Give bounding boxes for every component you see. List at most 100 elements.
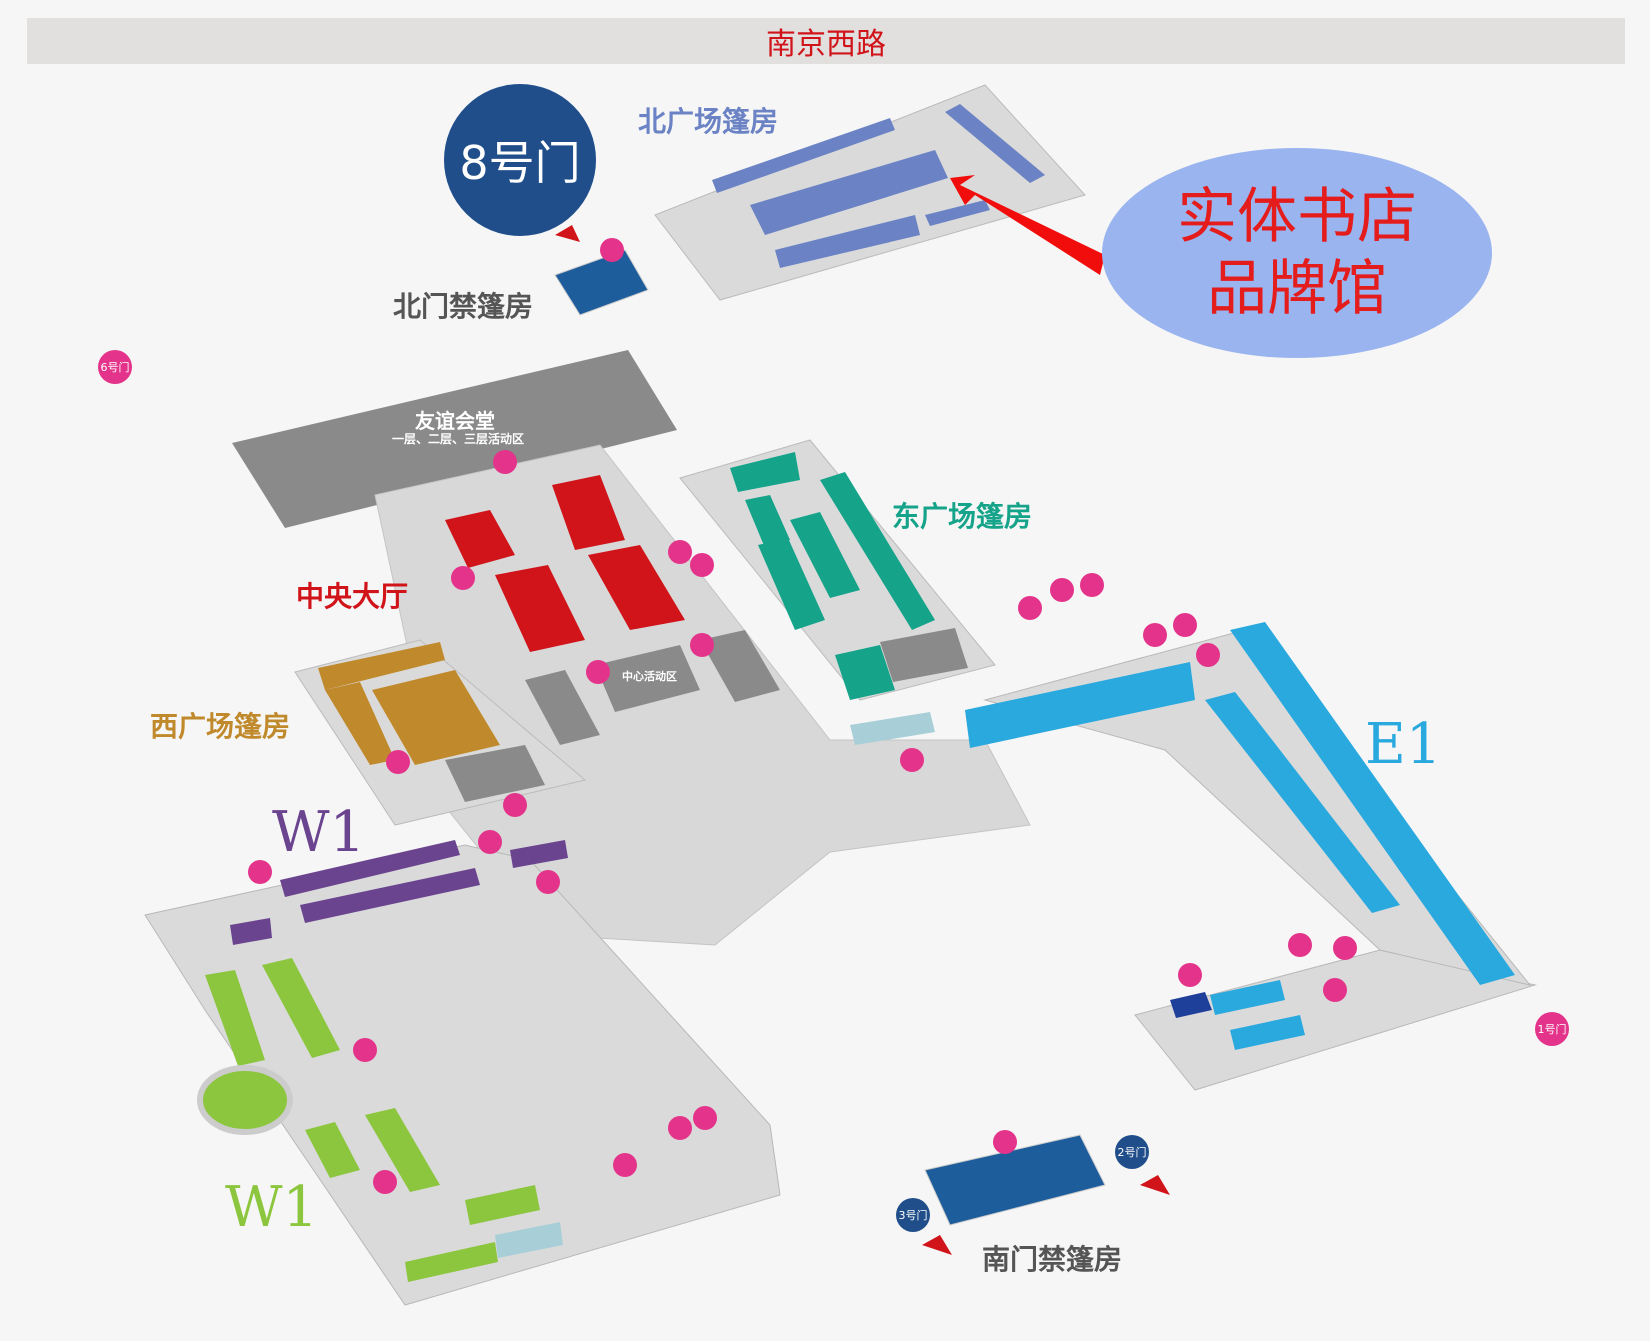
w1-booth-w120[interactable] [197, 1065, 293, 1135]
e1-booth-col-east[interactable] [1230, 622, 1515, 985]
gate-6-label: 6号门 [100, 361, 130, 374]
pin-icon[interactable] [690, 553, 714, 577]
pin-icon[interactable] [1143, 623, 1167, 647]
east-booth-col1[interactable] [745, 495, 790, 548]
pin-icon[interactable] [493, 450, 517, 474]
west-booth-w121[interactable] [318, 642, 445, 690]
north-booth-ny05[interactable] [925, 200, 990, 226]
north-booth-row-top[interactable] [712, 118, 895, 193]
gate3-arrow [922, 1235, 952, 1255]
pin-icon[interactable] [668, 1116, 692, 1140]
gate-2-badge[interactable]: 2号门 [1115, 1135, 1149, 1169]
e1-booth-row-north[interactable] [965, 662, 1195, 748]
central-booth-z02a[interactable] [445, 510, 515, 568]
w1-booth-w118[interactable] [300, 868, 480, 923]
pin-icon[interactable] [1080, 573, 1104, 597]
west-plaza-label: 西广场篷房 [150, 710, 291, 743]
north-plaza-label: 北广场篷房 [638, 105, 779, 138]
pin-icon[interactable] [690, 633, 714, 657]
pin-icon[interactable] [1323, 978, 1347, 1002]
west-activity-area[interactable] [445, 745, 545, 802]
central-booth-z02b[interactable] [495, 565, 585, 652]
w1-booth-w119[interactable] [280, 840, 460, 897]
pin-icon[interactable] [600, 238, 624, 262]
pin-icon[interactable] [1050, 578, 1074, 602]
w1-green-col2[interactable] [262, 958, 340, 1058]
pin-icon[interactable] [1196, 643, 1220, 667]
center-activity-area[interactable] [595, 645, 700, 712]
w1-booth-w102[interactable] [495, 1222, 563, 1258]
friendship-hall-sublabel: 一层、二层、三层活动区 [392, 432, 525, 446]
pin-icon[interactable] [386, 750, 410, 774]
gate-8-badge[interactable]: 8号门 [444, 84, 596, 236]
central-booth-z01a[interactable] [552, 475, 625, 550]
pin-icon[interactable] [613, 1153, 637, 1177]
pin-icon[interactable] [1018, 596, 1042, 620]
pin-icon[interactable] [451, 566, 475, 590]
e1-booth-col-inner[interactable] [1205, 692, 1400, 913]
pin-icon[interactable] [993, 1130, 1017, 1154]
south-gate-tent[interactable] [924, 1134, 1106, 1226]
e1-booth-e140[interactable] [850, 712, 935, 745]
callout-line2: 品牌馆 [1207, 254, 1387, 324]
east-booth-col2[interactable] [758, 538, 825, 630]
east-booth-ey01[interactable] [730, 452, 800, 492]
south-gate-tent-label: 南门禁篷房 [982, 1243, 1123, 1276]
pin-icon[interactable] [1173, 613, 1197, 637]
callout-arrow [950, 175, 1105, 275]
gate2-arrow [1140, 1175, 1170, 1195]
w1-green-zone-label: W1 [225, 1175, 319, 1240]
w1-booth-w125[interactable] [305, 1122, 360, 1178]
pin-icon[interactable] [536, 870, 560, 894]
pin-icon[interactable] [353, 1038, 377, 1062]
e1-south-floor [1134, 949, 1537, 1091]
w1-green-col1[interactable] [205, 970, 265, 1066]
pin-icon[interactable] [1333, 936, 1357, 960]
e1-booth-e101[interactable] [1210, 980, 1285, 1015]
w1-booth-w126[interactable] [365, 1108, 440, 1192]
w1-purple-zone-label: W1 [272, 800, 366, 865]
central-booth-z01b[interactable] [588, 545, 685, 630]
map-pins [248, 238, 1357, 1194]
gate-1-label: 1号门 [1537, 1023, 1567, 1036]
third-activity-area[interactable] [525, 670, 600, 745]
west-booth-w122[interactable] [325, 682, 395, 765]
gate-3-label: 3号门 [898, 1209, 928, 1222]
callout-line1: 实体书店 [1177, 182, 1417, 252]
e1-zone-label: E1 [1365, 712, 1442, 777]
pin-icon[interactable] [900, 748, 924, 772]
pin-icon[interactable] [693, 1106, 717, 1130]
street-name: 南京西路 [766, 27, 886, 62]
w1-booth-w116[interactable] [230, 918, 272, 945]
pin-icon[interactable] [478, 830, 502, 854]
east-booth-col3[interactable] [790, 512, 860, 598]
north-gate-tent-label: 北门禁篷房 [393, 290, 534, 323]
gate-6-badge[interactable]: 6号门 [98, 350, 132, 384]
pin-icon[interactable] [248, 860, 272, 884]
west-booth-w123[interactable] [372, 670, 500, 765]
friendship-hall[interactable] [232, 350, 677, 528]
street-name-bar: 南京西路 [27, 18, 1625, 64]
e1-booth-e102[interactable] [1230, 1015, 1305, 1050]
pin-icon[interactable] [668, 540, 692, 564]
second-activity-area[interactable] [700, 630, 780, 702]
north-booth-row-mid[interactable] [750, 150, 948, 235]
pin-icon[interactable] [503, 793, 527, 817]
w1-booth-w104[interactable] [405, 1242, 498, 1282]
w1-booth-w122[interactable] [510, 840, 568, 868]
pin-icon[interactable] [373, 1170, 397, 1194]
pin-icon[interactable] [1178, 963, 1202, 987]
pin-icon[interactable] [1288, 933, 1312, 957]
gate-1-badge[interactable]: 1号门 [1535, 1012, 1569, 1046]
pin-icon[interactable] [586, 660, 610, 684]
w1-booth-w101[interactable] [465, 1185, 540, 1225]
east-booth-col4[interactable] [820, 472, 935, 630]
north-booth-ny13[interactable] [945, 104, 1045, 183]
east-booth-ey15[interactable] [835, 645, 895, 700]
gate-3-badge[interactable]: 3号门 [896, 1198, 930, 1232]
e1-service-booth[interactable] [1170, 992, 1212, 1018]
north-gate-tent[interactable] [554, 249, 649, 316]
north-booth-row-bottom[interactable] [775, 215, 920, 268]
east-activity-area[interactable] [880, 628, 968, 682]
